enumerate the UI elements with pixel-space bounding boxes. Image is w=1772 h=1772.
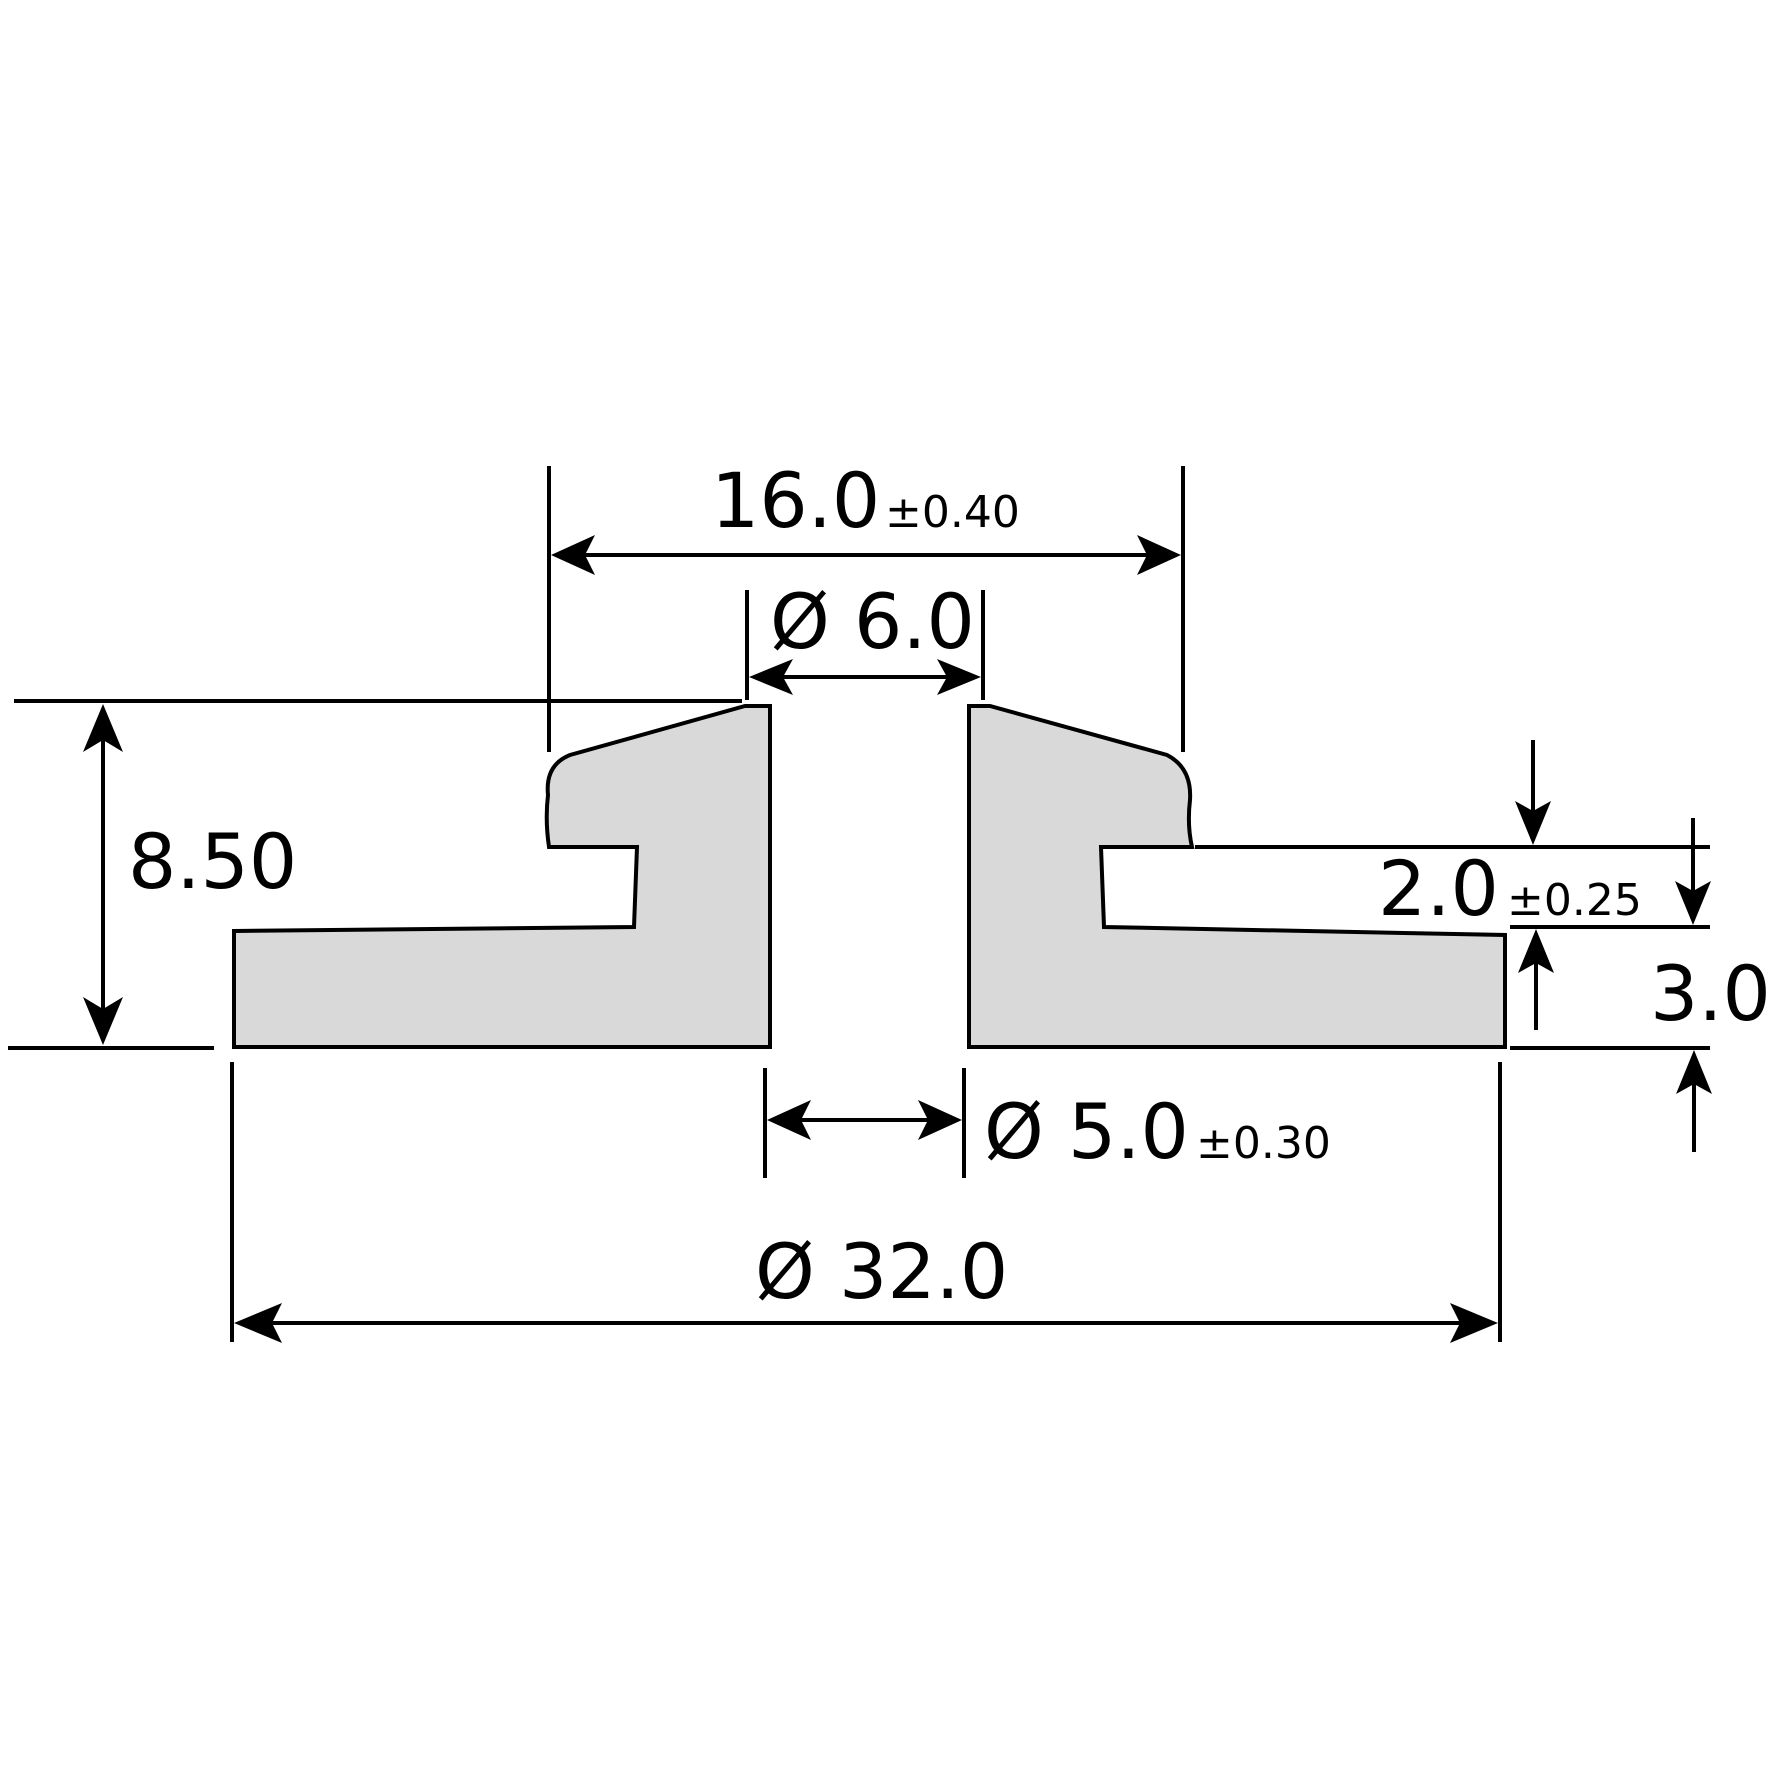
- right-section-profile: [967, 704, 1507, 1049]
- arrowhead-right: [1450, 1303, 1498, 1343]
- arrowhead-left: [749, 659, 793, 695]
- arrowhead-left: [551, 535, 595, 575]
- dimension-value: Ø 6.0: [770, 577, 975, 666]
- arrowhead-bottom: [1675, 881, 1711, 925]
- arrowhead-top: [1518, 929, 1554, 973]
- arrowhead-right: [1137, 535, 1181, 575]
- dimension-value: 3.0: [1650, 949, 1771, 1038]
- dimension-bottom-bore: Ø 5.0 ±0.30: [763, 1068, 1331, 1178]
- dimension-tolerance: ±0.25: [1507, 875, 1642, 926]
- left-section-profile: [232, 704, 772, 1049]
- arrowhead-right: [918, 1100, 962, 1140]
- dimension-base-thickness: 3.0: [1510, 929, 1771, 1152]
- dimension-height: 8.50: [8, 699, 742, 1050]
- arrowhead-bottom: [83, 997, 123, 1045]
- dimension-outer-diameter: Ø 32.0: [230, 1062, 1502, 1343]
- arrowhead-right: [937, 659, 981, 695]
- arrowhead-left: [234, 1303, 282, 1343]
- dimension-slot-height: 2.0 ±0.25: [1195, 740, 1711, 933]
- dimension-tolerance: ±0.30: [1196, 1118, 1331, 1169]
- dimension-value: 16.0: [711, 456, 880, 545]
- dimension-value: 8.50: [128, 817, 297, 906]
- dimension-top-bore: Ø 6.0: [745, 577, 985, 700]
- dimension-value: 2.0: [1378, 844, 1499, 933]
- arrowhead-left: [767, 1100, 811, 1140]
- arrowhead-bottom: [1676, 1050, 1712, 1094]
- dimension-tolerance: ±0.40: [885, 487, 1020, 538]
- dimension-value: Ø 5.0: [984, 1087, 1189, 1176]
- dimension-overall-width: 16.0 ±0.40: [547, 456, 1185, 752]
- dimension-value: Ø 32.0: [755, 1227, 1008, 1316]
- arrowhead-top: [1515, 801, 1551, 845]
- arrowhead-top: [83, 704, 123, 752]
